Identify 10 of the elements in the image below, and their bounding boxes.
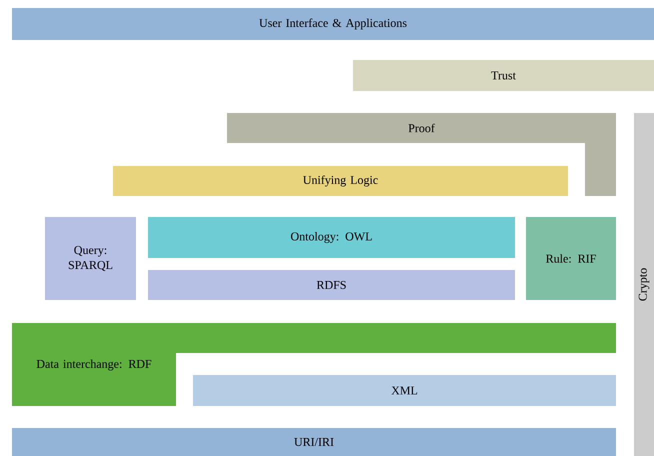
layer-box: User Interface & Applications [12, 8, 654, 40]
layer-box: URI/IRI [12, 428, 616, 456]
layer-box: Crypto [634, 113, 654, 456]
layer-box: Ontology: OWL [148, 217, 515, 258]
layer-box: RDFS [148, 270, 515, 300]
layer-box: Trust [353, 60, 654, 91]
layer-box: Query: SPARQL [45, 217, 136, 300]
node-label: Data interchange: RDF [36, 360, 152, 370]
layer-box: Rule: RIF [526, 217, 616, 300]
layer-box: Unifying Logic [113, 166, 568, 196]
